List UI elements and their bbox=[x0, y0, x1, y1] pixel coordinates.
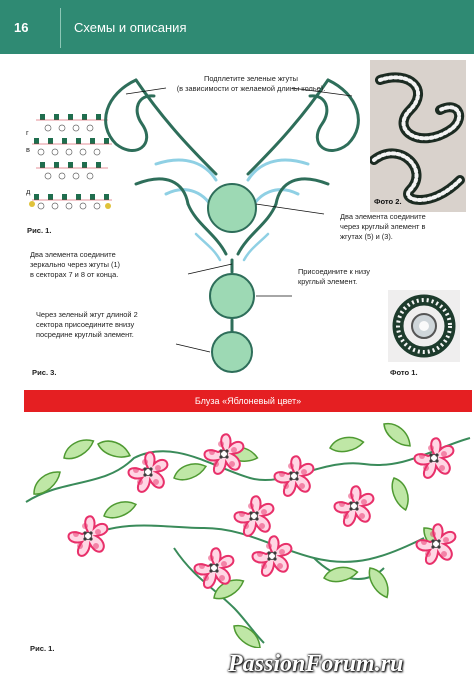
necklace-diagram bbox=[104, 78, 360, 373]
note-bottom: Через зеленый жгут длиной 2 сектора прис… bbox=[36, 310, 138, 340]
caption-photo2: Фото 2. bbox=[374, 197, 402, 206]
photo-1 bbox=[388, 290, 460, 362]
schema-label-g: г bbox=[26, 128, 29, 137]
note-mid-line1: Присоедините к низу bbox=[298, 267, 371, 276]
note-mid: Присоедините к низу круглый элемент. bbox=[298, 267, 370, 287]
photo-2 bbox=[370, 60, 466, 212]
note-left: Два элемента соедините зеркально через ж… bbox=[30, 250, 120, 280]
header-divider bbox=[60, 8, 61, 48]
note-right-line1: Два элемента соедините bbox=[340, 212, 426, 221]
page-header: 16 Схемы и описания bbox=[0, 0, 474, 54]
note-right-line2: через круглый элемент в bbox=[340, 222, 426, 231]
note-bottom-line2: сектора присоедините внизу bbox=[36, 320, 135, 329]
note-top: Подплетите зеленые жгуты (в зависимости … bbox=[166, 74, 336, 94]
caption-fig3: Рис. 3. bbox=[32, 368, 57, 377]
note-left-line3: в секторах 7 и 8 от конца. bbox=[30, 270, 119, 279]
note-top-line1: Подплетите зеленые жгуты bbox=[204, 74, 298, 83]
note-bottom-line3: посредине круглый элемент. bbox=[36, 330, 134, 339]
page-number: 16 bbox=[14, 20, 29, 35]
note-left-line2: зеркально через жгуты (1) bbox=[30, 260, 121, 269]
schema-label-v: в bbox=[26, 145, 30, 154]
section-banner: Блуза «Яблоневый цвет» bbox=[24, 390, 472, 412]
watermark: PassionForum.ru bbox=[228, 651, 404, 677]
schema-label-d: д bbox=[26, 187, 31, 196]
bead-schema-figure bbox=[29, 114, 112, 210]
caption-photo1: Фото 1. bbox=[390, 368, 418, 377]
note-mid-line2: круглый элемент. bbox=[298, 277, 358, 286]
banner-title: Блуза «Яблоневый цвет» bbox=[194, 396, 302, 406]
note-right-line3: жгутах (5) и (3). bbox=[340, 232, 393, 241]
note-left-line1: Два элемента соедините bbox=[30, 250, 116, 259]
blossom-pattern bbox=[25, 418, 471, 648]
section-title: Схемы и описания bbox=[74, 20, 187, 35]
caption-fig1-top: Рис. 1. bbox=[27, 226, 52, 235]
note-right: Два элемента соедините через круглый эле… bbox=[340, 212, 426, 242]
note-bottom-line1: Через зеленый жгут длиной 2 bbox=[36, 310, 138, 319]
caption-fig1-bottom: Рис. 1. bbox=[30, 644, 55, 653]
note-top-line2: (в зависимости от желаемой длины колье). bbox=[176, 84, 326, 93]
